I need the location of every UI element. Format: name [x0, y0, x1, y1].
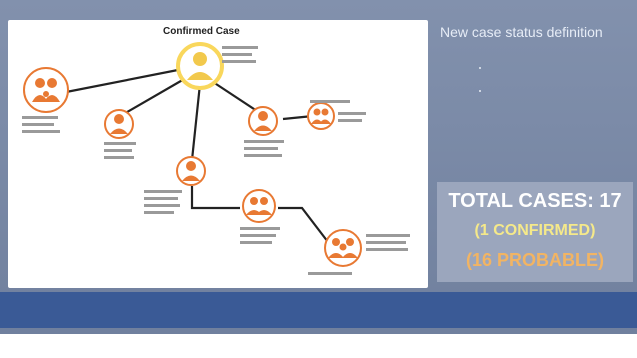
bullet-1: [490, 62, 637, 73]
total-cases-label: TOTAL CASES: 17: [448, 190, 622, 212]
link-bottom-right: [190, 186, 240, 210]
desc-confirmed: [222, 46, 258, 49]
probable-count-label: (16 PROBABLE): [465, 250, 604, 270]
side-panel-title: New case status definition: [440, 24, 603, 40]
link-bottom-center: [190, 83, 202, 161]
mid-left-person-icon: [104, 109, 134, 139]
link-left-household: [55, 66, 189, 96]
definition-bullets: [450, 62, 637, 108]
connection-lines: [55, 66, 329, 243]
node-descriptions: [22, 46, 410, 275]
desc-bottom-right: [240, 227, 280, 230]
confirmed-count-label: (1 CONFIRMED): [474, 222, 596, 239]
desc-mid-left: [104, 142, 136, 145]
desc-mid-right: [244, 140, 284, 143]
link-mid-left: [121, 77, 187, 116]
desc-bottom-far-right: [366, 234, 410, 237]
link-mid-right: [209, 79, 261, 114]
desc-bottom-center: [144, 190, 182, 193]
diagram-svg: Confirmed Case: [22, 26, 410, 275]
confirmed-case-icon: [176, 42, 224, 90]
link-bottom-far-right: [278, 206, 329, 243]
bottom-info-bar: [0, 292, 637, 328]
mid-right-person-icon: [248, 106, 278, 136]
bottom-right-household-icon: [242, 189, 276, 223]
left-household-icon: [23, 67, 69, 113]
bullet-2: [490, 85, 637, 96]
diagram-title: Confirmed Case: [163, 26, 240, 37]
footer-strip: [0, 334, 637, 358]
total-cases-box: TOTAL CASES: 17 (1 CONFIRMED) (16 PROBAB…: [437, 182, 633, 282]
far-right-household-icon: [307, 102, 335, 130]
contact-tracing-diagram: Confirmed Case: [8, 20, 428, 288]
bottom-center-person-icon: [176, 156, 206, 186]
desc-far-right: [310, 100, 350, 103]
desc-left-household: [22, 116, 58, 119]
bottom-far-right-household-icon: [324, 229, 362, 267]
